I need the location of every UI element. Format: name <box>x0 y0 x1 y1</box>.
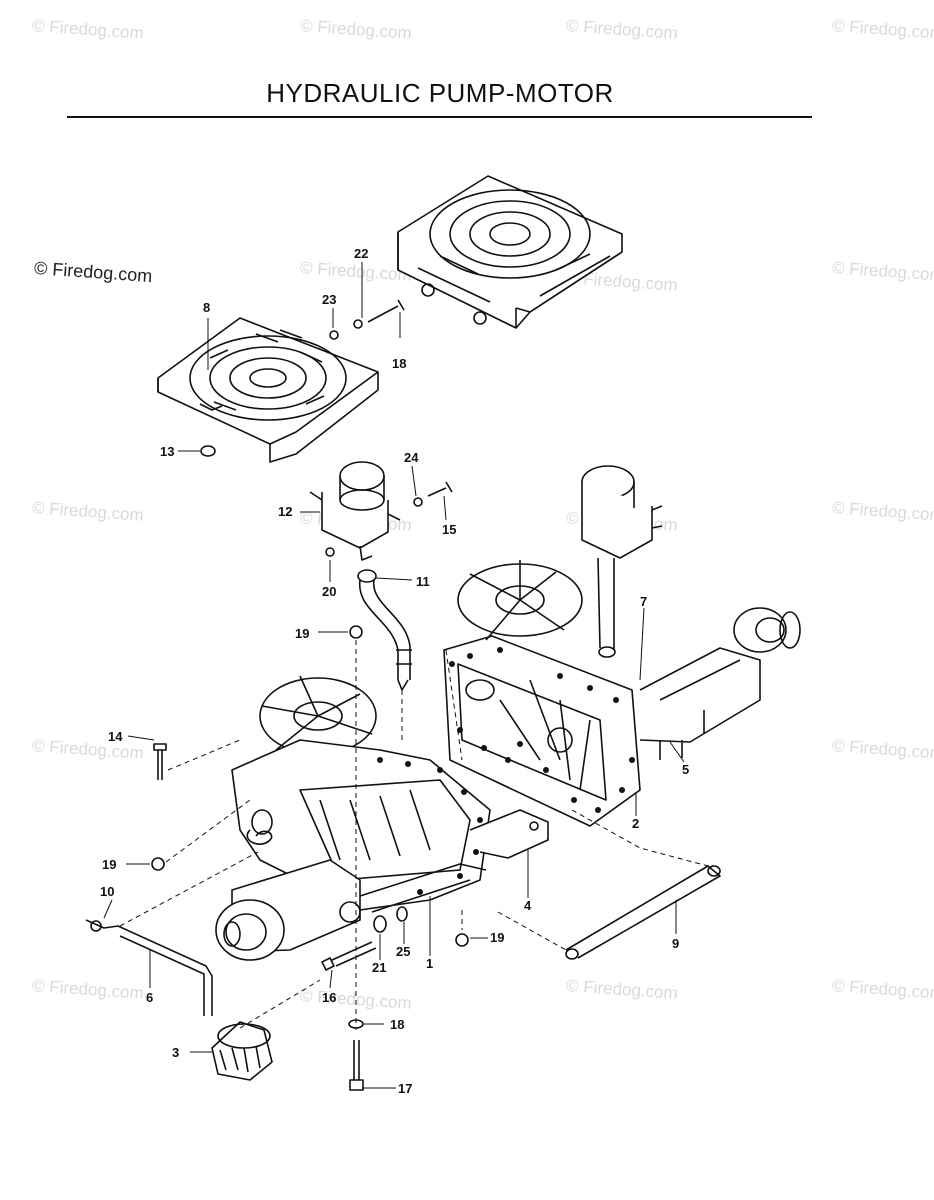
callout-21: 21 <box>372 960 386 975</box>
callout-19: 19 <box>490 930 504 945</box>
callout-6: 6 <box>146 990 153 1005</box>
bolt-14 <box>153 743 167 780</box>
title-underline <box>67 116 812 118</box>
fan-shroud-right <box>397 175 623 329</box>
callout-8: 8 <box>203 300 210 315</box>
reservoir-left <box>309 461 401 561</box>
hose-11 <box>357 569 412 691</box>
oil-filter-3 <box>211 1021 273 1081</box>
washer-25 <box>396 906 408 922</box>
callout-13: 13 <box>160 444 174 459</box>
callout-18: 18 <box>392 356 406 371</box>
callout-leaders <box>103 262 685 1089</box>
callout-3: 3 <box>172 1045 179 1060</box>
transaxle-left-bolts <box>377 757 483 895</box>
callout-16: 16 <box>322 990 336 1005</box>
transaxle-left <box>215 675 549 961</box>
callout-12: 12 <box>278 504 292 519</box>
washer-24 <box>413 497 423 507</box>
bolt-15 <box>427 481 453 497</box>
bolt-16 <box>321 941 377 971</box>
grommet-13 <box>200 445 216 457</box>
bolt-17 <box>349 1040 364 1091</box>
callout-10: 10 <box>100 884 114 899</box>
reservoir-right <box>581 465 663 658</box>
tube-6 <box>85 919 213 1016</box>
tube-9 <box>565 865 721 960</box>
nut-19-top <box>349 625 363 639</box>
callout-18: 18 <box>390 1017 404 1032</box>
transaxle-right <box>443 560 801 827</box>
nut-20 <box>325 547 335 557</box>
callout-17: 17 <box>398 1081 412 1096</box>
callout-2: 2 <box>632 816 639 831</box>
callout-15: 15 <box>442 522 456 537</box>
callout-25: 25 <box>396 944 410 959</box>
callout-7: 7 <box>640 594 647 609</box>
callout-5: 5 <box>682 762 689 777</box>
callout-labels: 8 13 22 23 18 12 24 15 20 11 19 7 14 5 2… <box>100 246 689 1096</box>
hardware-set-top <box>329 299 405 340</box>
callout-23: 23 <box>322 292 336 307</box>
callout-19: 19 <box>102 857 116 872</box>
transaxle-right-bolts <box>449 647 635 813</box>
nut-19-left <box>151 857 165 871</box>
callout-22: 22 <box>354 246 368 261</box>
callout-4: 4 <box>524 898 532 913</box>
callout-19: 19 <box>295 626 309 641</box>
callout-24: 24 <box>404 450 419 465</box>
callout-14: 14 <box>108 729 123 744</box>
fan-shroud-left <box>157 317 379 463</box>
callout-20: 20 <box>322 584 336 599</box>
washer-21 <box>373 915 387 933</box>
nut-19-bottom <box>455 933 469 947</box>
page-title: HYDRAULIC PUMP-MOTOR <box>266 78 614 108</box>
callout-1: 1 <box>426 956 433 971</box>
callout-9: 9 <box>672 936 679 951</box>
callout-11: 11 <box>416 574 430 589</box>
assembly-lines <box>119 640 709 1030</box>
